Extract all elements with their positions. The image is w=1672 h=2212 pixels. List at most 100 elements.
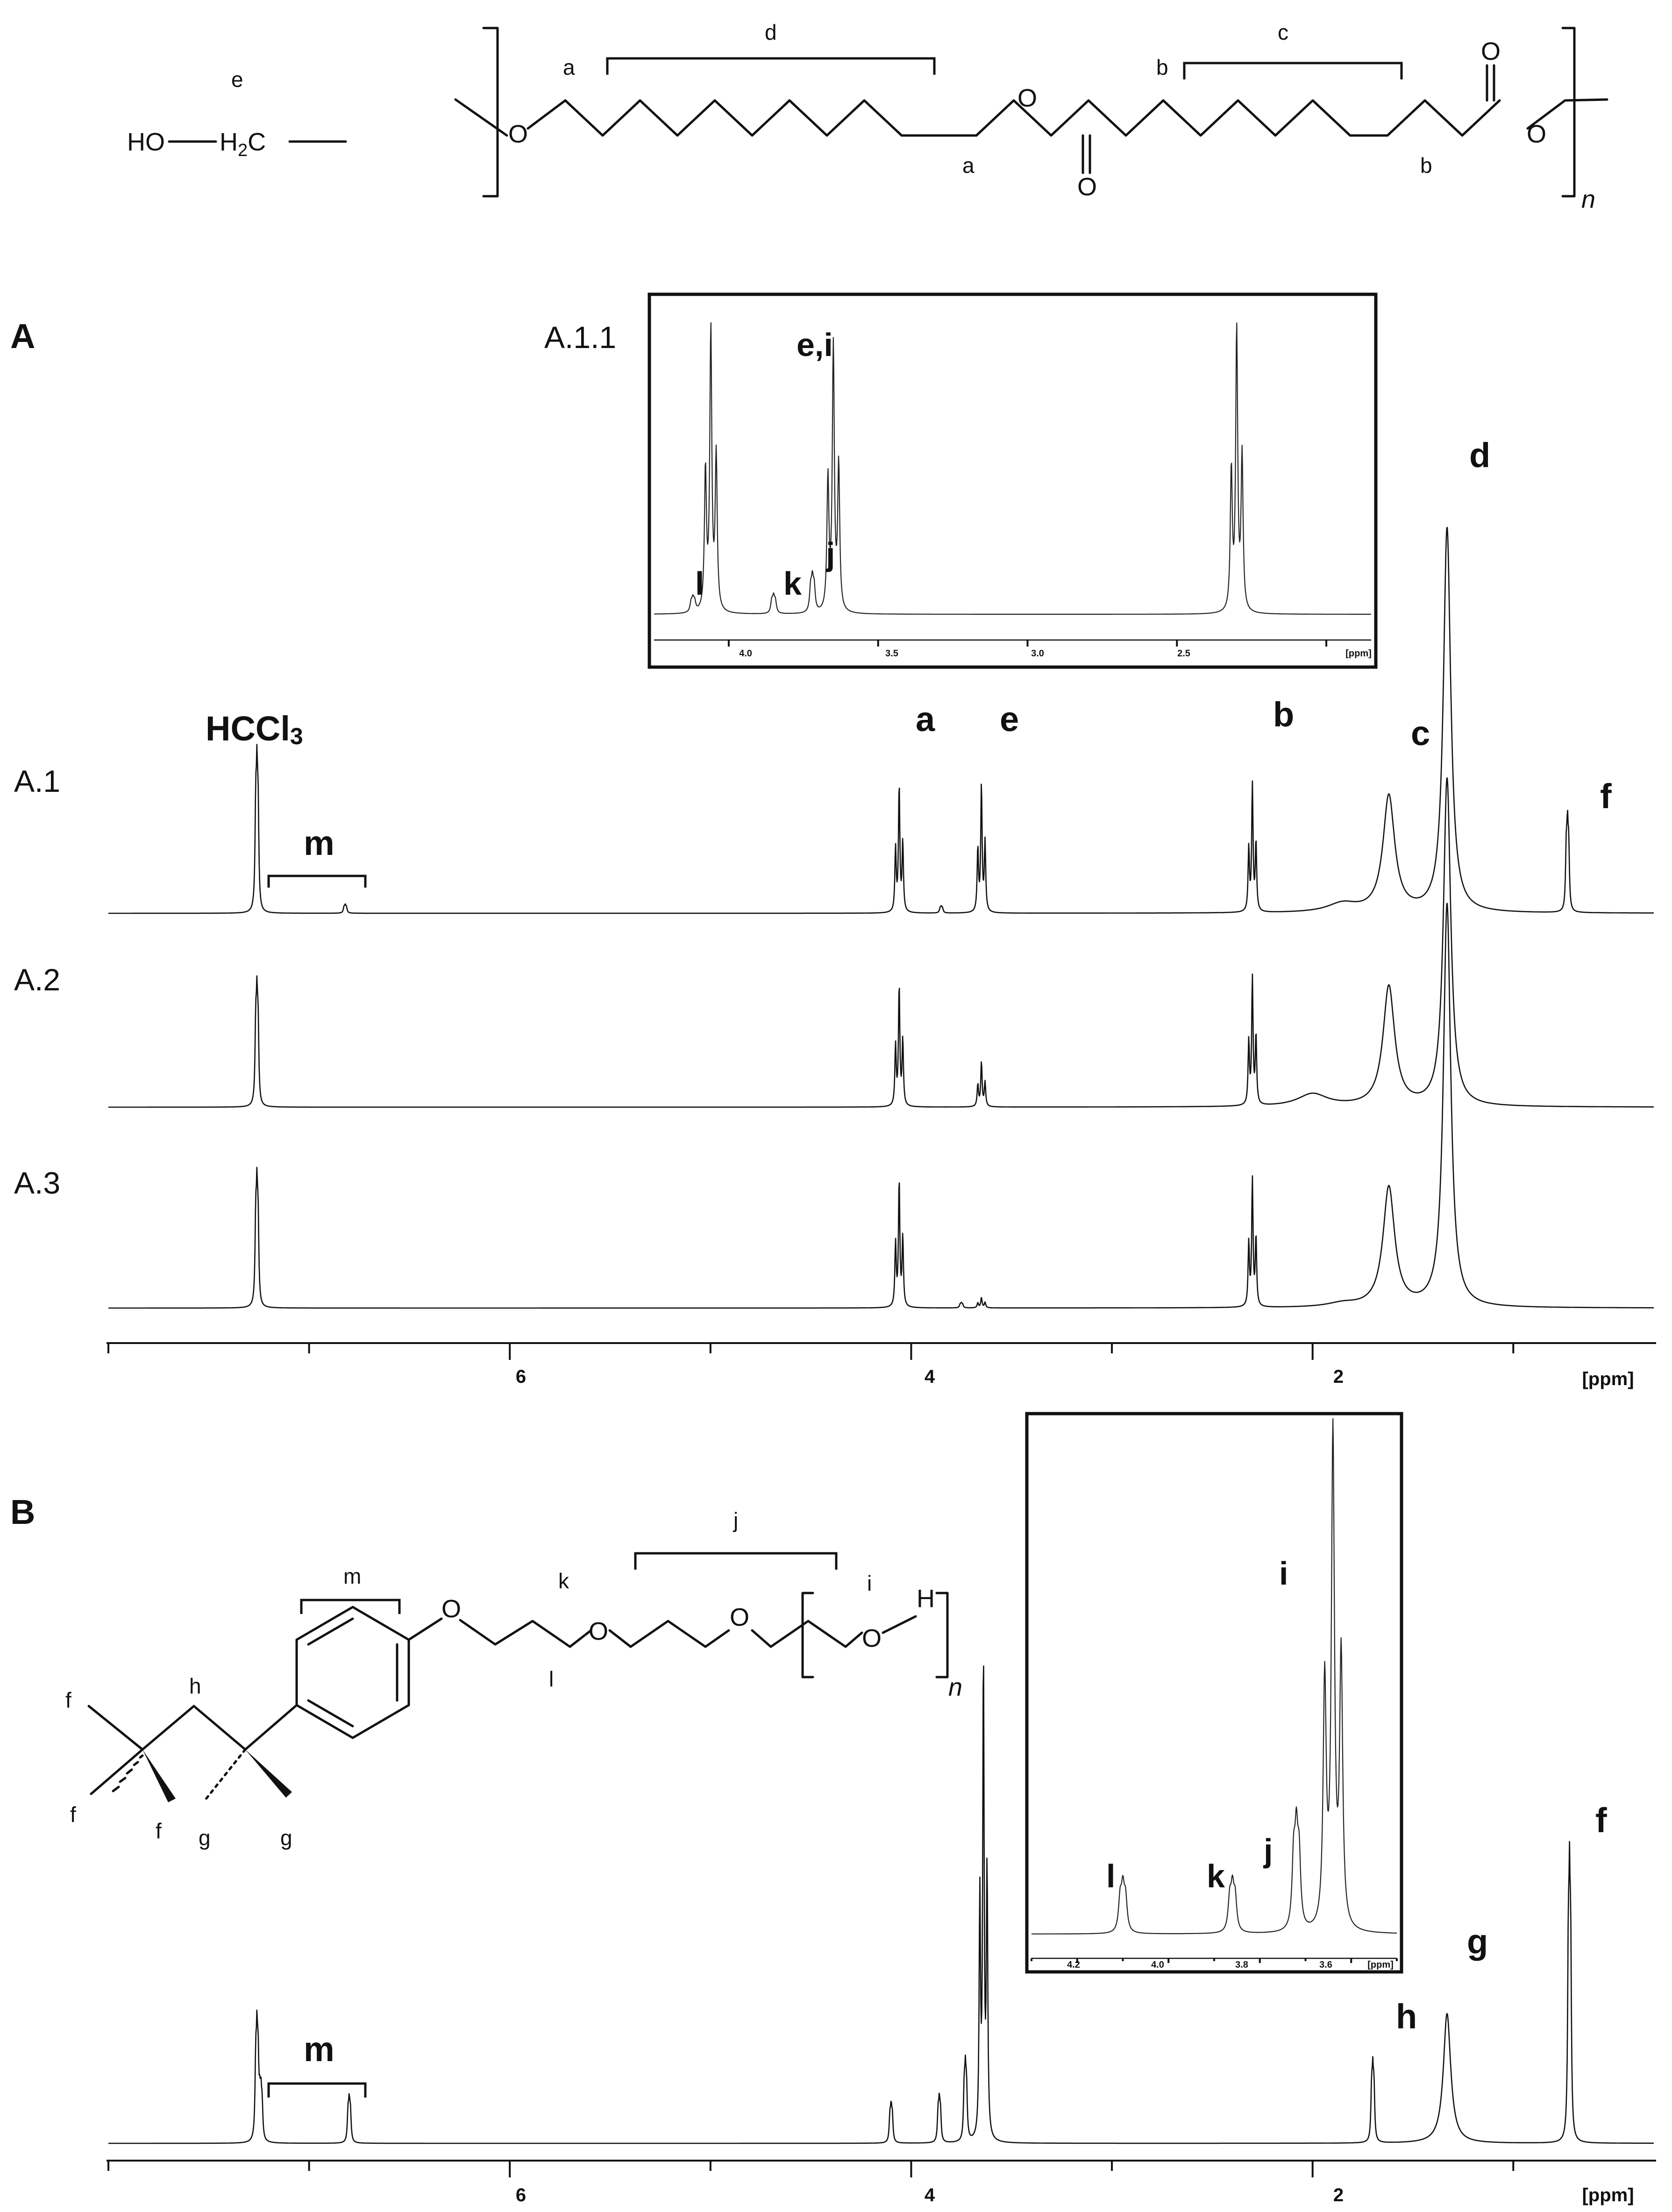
panel-a-x-axis: 6 4 2 [ppm] [107,1342,1656,1389]
bracket-m-a [267,875,367,888]
peak-label-b: b [1273,695,1294,734]
inset-axis-ticks-a11 [727,640,1328,647]
atom-o-ether-1: O [441,1595,461,1623]
hash-f [112,1754,144,1792]
bond-f-left [90,1748,144,1795]
peak-label-e: e [1000,700,1019,739]
peg-bracket-left [801,1592,814,1679]
trace-label-a3: A.3 [14,1166,60,1200]
peak-label-solvent: HCCl3 [206,709,303,749]
pos-g-2: g [280,1826,292,1850]
peak-label-f-b: f [1595,1801,1607,1840]
hash-g-left [204,1748,247,1801]
peak-label-g: g [1467,1922,1488,1961]
tick-label-b-4: 4 [925,2185,935,2205]
inset-peak-l-b: l [1106,1858,1115,1894]
atom-o-ether-3: O [730,1603,749,1631]
peg-bracket-right [935,1592,949,1679]
tick-label-b-6: 6 [516,2185,526,2205]
repeat-bracket-right [1561,27,1576,198]
inset-peak-i-b: i [1279,1555,1288,1592]
panel-b-structure: O O O O H n m j k l i h f f f g g [65,1508,962,1850]
pos-f-1: f [65,1688,71,1712]
pos-j: j [733,1508,738,1532]
inset-frame-b [1025,1412,1403,1974]
inset-a11-content: 4.0 3.5 3.0 2.5 [ppm] l k j e,i [654,322,1372,659]
peak-label-m-b: m [304,2030,334,2069]
inset-axis-ticks-b [1031,1958,1398,1963]
tick-label-a-4: 4 [925,1366,935,1387]
bracket-c [1183,62,1403,79]
repeat-n: n [1581,185,1595,213]
polyester-backbone [454,98,1608,137]
axis-unit-b: [ppm] [1582,2185,1634,2205]
bracket-m-struct [300,1599,401,1614]
repeat-bracket-left [482,27,499,198]
pos-l: l [549,1667,554,1691]
inset-peak-l-a: l [695,565,704,602]
axis-ticks-b [107,2161,1515,2177]
trace-label-a1: A.1 [14,764,60,798]
pos-d: d [765,20,777,44]
axis-ticks-a [107,1343,1515,1360]
bracket-m-b [267,2082,367,2098]
peak-label-m-a: m [304,824,334,862]
axis-unit-a: [ppm] [1582,1369,1634,1389]
peak-label-f-a: f [1600,777,1612,816]
atom-o-ether-2: O [589,1617,608,1645]
inset-peak-ei-a: e,i [797,327,833,363]
panel-a-tag: A [10,317,35,356]
trace-label-a2: A.2 [14,962,60,997]
atom-o-terminal: O [862,1624,882,1652]
spectrum-trace-a1 [108,526,1654,914]
wedge-f [142,1750,176,1802]
inset-peak-j-a: j [825,536,835,572]
inset-tick-a-3.0: 3.0 [1031,648,1044,659]
peg-repeat-n: n [948,1673,962,1701]
spectrum-trace-inset-b [1031,1418,1397,1935]
pos-i: i [867,1571,872,1595]
benzene-ring [295,1606,410,1739]
pos-b-2: b [1420,153,1432,178]
panel-a-structure: e HO H2C n O O O O O a a b b d c [127,20,1608,213]
pos-g-1: g [199,1826,211,1850]
pos-f-2: f [70,1802,76,1827]
label-e-end-group: e [231,67,243,92]
atom-o-carbonyl-1: O [1077,173,1097,201]
peak-label-h: h [1396,1997,1417,2036]
inset-peak-k-a: k [783,565,802,602]
pos-m: m [343,1564,361,1588]
panel-b-x-axis: 6 4 2 [ppm] [107,2160,1656,2205]
inset-frame-a11 [647,292,1378,669]
inset-tick-a-4.0: 4.0 [739,648,752,659]
atom-o-ester: O [1017,84,1037,112]
inset-tick-b-4.0: 4.0 [1151,1960,1164,1970]
atom-o-left: O [508,120,528,148]
peak-label-d: d [1469,436,1490,475]
inset-tick-b-3.6: 3.6 [1319,1960,1332,1970]
inset-axis-unit-b: [ppm] [1367,1960,1394,1970]
pos-a-1: a [563,55,575,79]
atom-ho: HO [127,128,165,156]
pos-f-3: f [156,1819,162,1843]
inset-peak-k-b: k [1207,1858,1225,1894]
inset-tick-a-3.5: 3.5 [885,648,898,659]
atom-h2c: H2C [220,128,266,160]
panel-a-spectra [108,526,1654,1309]
inset-peak-j-b: j [1263,1832,1273,1869]
inset-axis-unit-a11: [ppm] [1345,648,1372,659]
bond-o-h [882,1615,917,1634]
atom-h-terminal: H [917,1585,935,1613]
tick-label-b-2: 2 [1333,2185,1344,2205]
pos-h: h [189,1674,201,1698]
wedge-g [245,1750,292,1798]
inset-tick-b-4.2: 4.2 [1067,1960,1080,1970]
benzene-inner-bonds [307,1617,398,1728]
pos-c: c [1278,20,1288,44]
bracket-d [606,57,936,75]
peg-chain [459,1619,863,1648]
inset-label-a11: A.1.1 [544,320,616,355]
pos-a-2: a [962,153,975,178]
pos-k: k [558,1569,569,1593]
